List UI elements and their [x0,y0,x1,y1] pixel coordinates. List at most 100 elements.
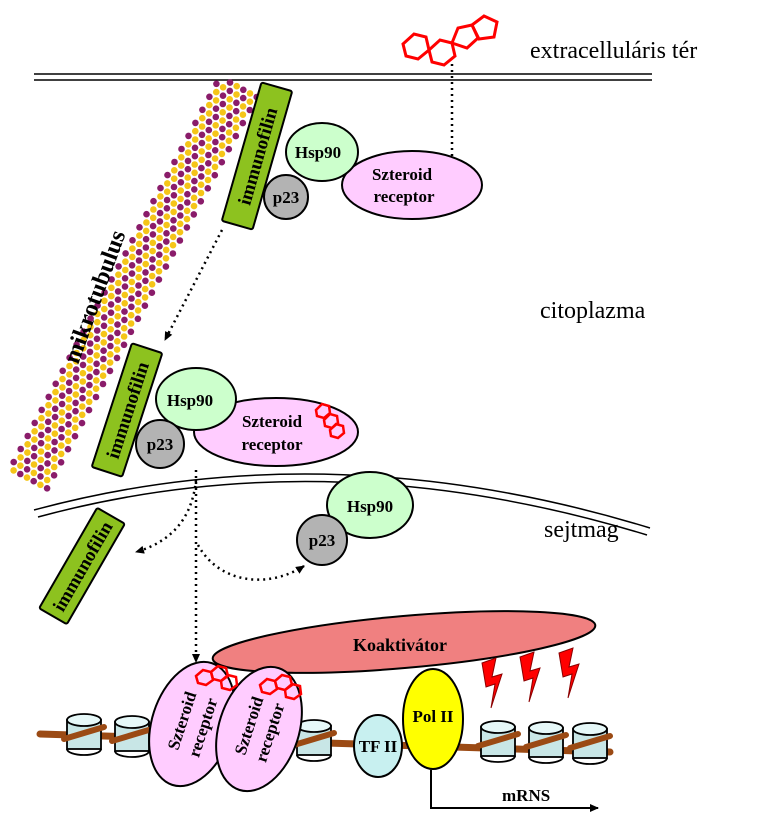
microtubule-bead [150,197,157,205]
microtubule-bead [79,353,87,360]
microtubule [10,79,260,492]
microtubule-bead [149,222,157,230]
microtubule-bead [58,392,66,400]
microtubule-bead [142,235,150,243]
microtubule-bead [205,118,213,126]
receptor-label-line2: receptor [373,187,434,206]
microtubule-bead [225,129,233,136]
microtubule-bead [156,218,164,225]
region-label-nucleus: sejtmag [544,517,619,543]
tf2: TF II [353,714,403,778]
microtubule-bead [219,125,226,133]
microtubule-bead [44,468,51,476]
microtubule-bead [129,253,136,261]
microtubule-bead [143,210,150,218]
microtubule-bead [163,221,170,229]
microtubule-bead [128,286,135,294]
microtubule-bead [206,101,213,109]
microtubule-bead [72,366,80,373]
microtubule-bead [120,333,128,340]
microtubule-bead [136,224,143,231]
microtubule-bead [218,133,226,141]
microtubule-bead [107,301,115,308]
microtubule-bead [79,378,87,385]
microtubule-bead [157,193,164,200]
microtubule-bead [148,289,156,297]
microtubule-bead [100,330,108,338]
microtubule-bead [43,485,51,492]
microtubule-bead [65,404,73,411]
microtubule-bead [108,292,115,300]
microtubule-bead [178,154,185,161]
microtubule-bead [38,431,45,439]
microtubule-bead [51,447,58,454]
receptor-dimer: Szteroid receptor Szteroid receptor [148,660,303,793]
microtubule-bead [184,190,191,198]
microtubule-bead [101,297,108,305]
microtubule-bead [128,295,135,302]
microtubule-bead [99,372,107,380]
microtubule-bead [142,277,149,285]
microtubule-bead [38,406,45,414]
microtubule-bead [170,175,178,182]
microtubule-bead [233,82,240,90]
microtubule-bead [79,403,86,410]
microtubule-bead [162,263,170,270]
microtubule-bead [87,331,94,339]
p23-middle [135,419,185,469]
microtubule-bead [122,258,129,266]
microtubule-bead [59,384,66,391]
microtubule-bead [24,441,31,448]
microtubule-bead [100,364,107,371]
p23-label-middle: p23 [147,435,173,454]
microtubule-bead [44,426,52,434]
region-label-cytoplasm: citoplazma [540,298,646,324]
microtubule-bead [93,343,101,351]
microtubule-bead [92,393,100,401]
microtubule-bead [64,445,72,453]
microtubule-bead [127,320,135,327]
microtubule-bead [99,380,107,388]
mrna-label: mRNS [502,786,550,805]
microtubule-bead [198,131,206,139]
microtubule-bead [184,182,191,190]
microtubule-bead [135,273,142,281]
microtubule-bead [177,212,184,219]
microtubule-bead [177,170,185,178]
middle-complex: Szteroid receptor Hsp90 p23 immunofilin [91,342,359,478]
microtubule-bead [198,156,205,164]
microtubule-bead [72,374,80,382]
microtubule-bead [169,233,177,241]
microtubule-bead [192,127,199,135]
microtubule-bead [58,442,65,449]
microtubule-bead [31,444,38,452]
microtubule-bead [185,132,192,140]
microtubule-bead [72,399,79,407]
microtubule-bead [17,445,25,453]
microtubule-bead [30,461,38,468]
microtubule-bead [197,181,205,188]
microtubule-bead [37,473,44,480]
microtubule-bead [239,111,247,118]
microtubule-bead [38,414,45,422]
microtubule-bead [128,270,136,277]
nucleosome [61,713,107,756]
microtubule-bead [94,318,101,326]
hsp90-release-arrow [196,544,305,581]
pol2-label: Pol II [412,707,453,726]
microtubule-bead [71,432,79,440]
microtubule-bead [121,316,128,324]
microtubule-bead [246,98,254,105]
microtubule-bead [191,177,198,185]
microtubule-bead [191,169,198,177]
microtubule-bead [162,254,170,262]
microtubule-bead [80,336,87,344]
microtubule-bead [85,406,93,414]
microtubule-bead [113,346,121,353]
microtubule-bead [72,383,80,390]
receptor-label-line2: receptor [241,435,302,454]
microtubule-bead [59,367,66,375]
microtubule-bead [100,347,107,355]
microtubule-bead [86,365,93,372]
microtubule-bead [93,352,100,359]
